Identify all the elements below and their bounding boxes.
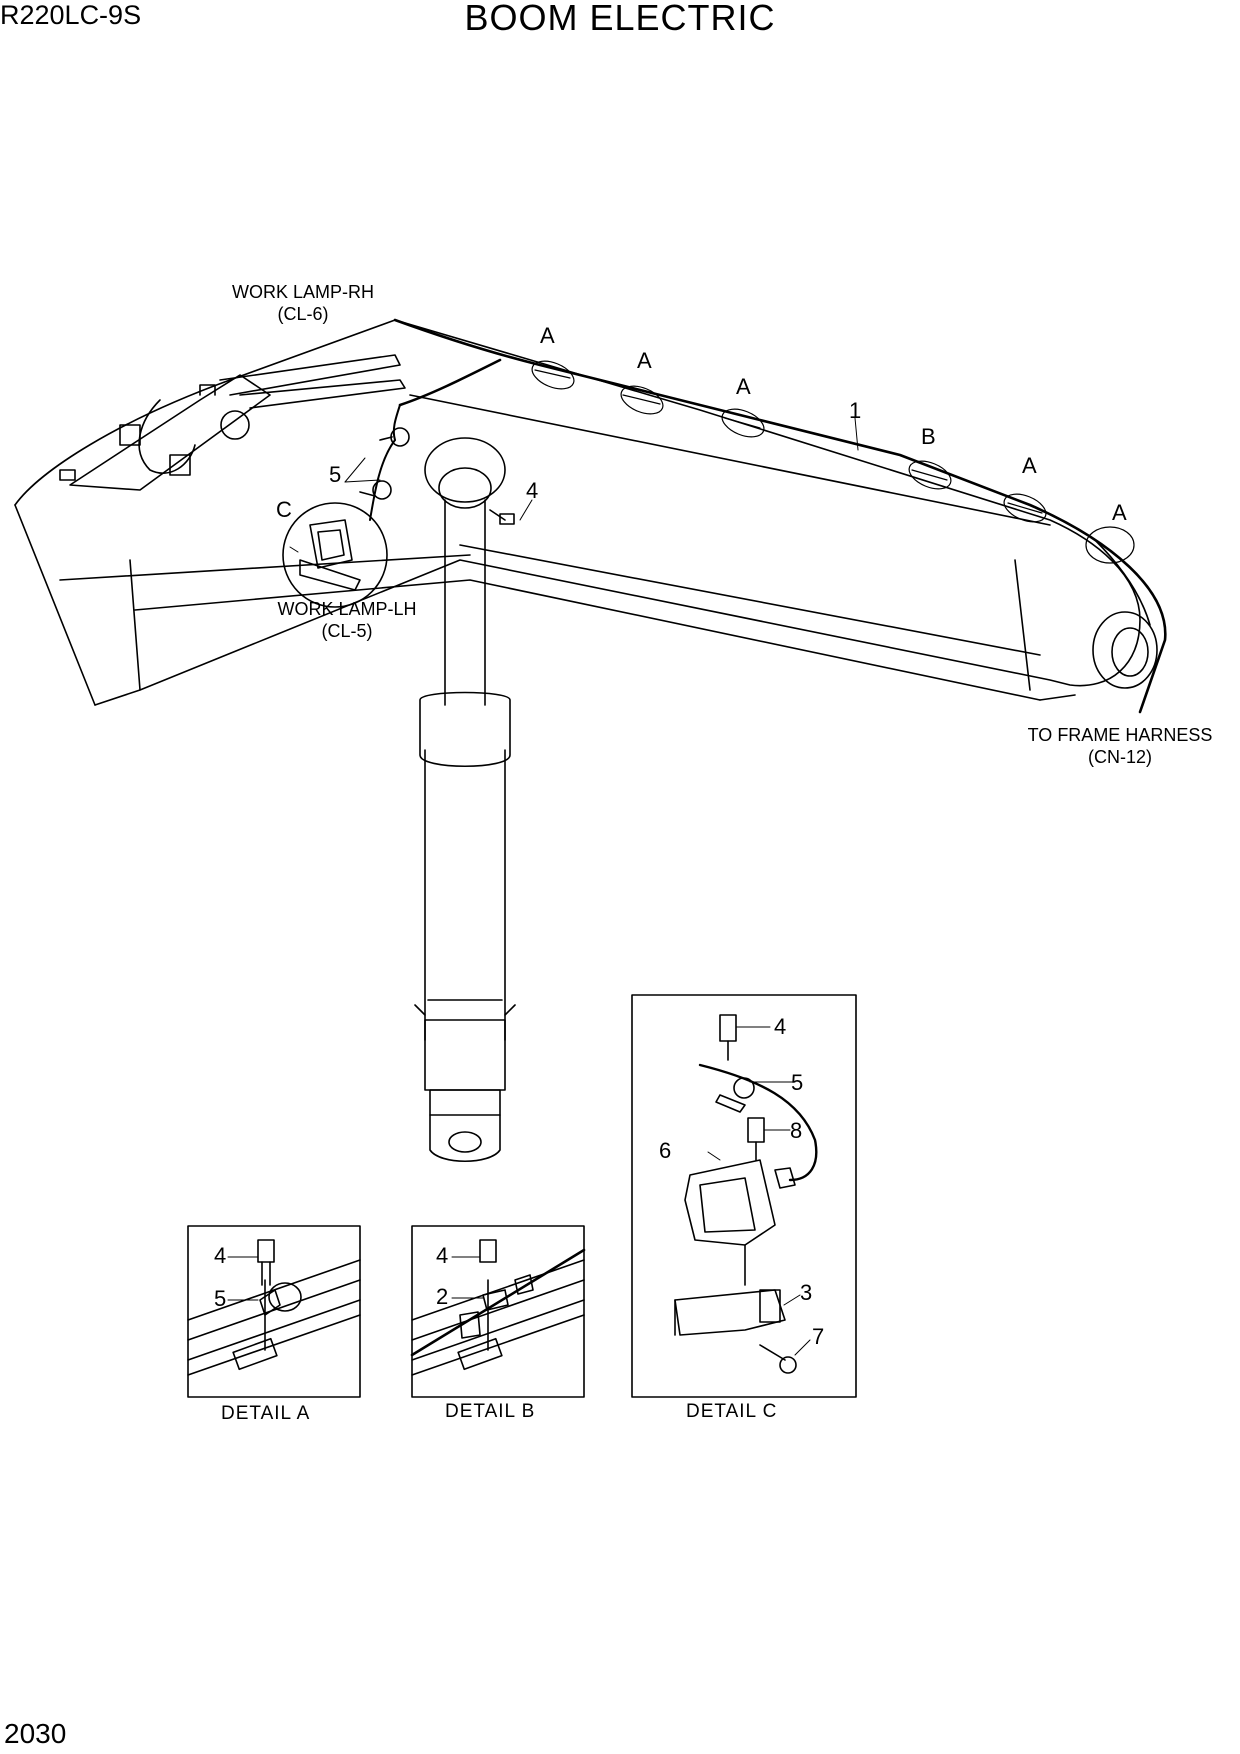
detail-b-callout-2: 2 xyxy=(436,1284,449,1309)
detail-b-box xyxy=(410,1225,586,1398)
callout-b: B xyxy=(921,424,936,449)
callout-c: C xyxy=(276,497,292,522)
clamp-group-5 xyxy=(359,427,410,500)
callout-1: 1 xyxy=(849,398,862,423)
detail-c-caption: DETAIL C xyxy=(686,1401,778,1422)
detail-a-callout-4: 4 xyxy=(214,1243,227,1268)
work-lamp-rh-code: (CL-6) xyxy=(277,304,329,324)
detail-b-caption: DETAIL B xyxy=(445,1401,536,1422)
detail-c-callout-3: 3 xyxy=(800,1280,813,1305)
lamp-branch-wire xyxy=(369,404,401,521)
detail-c-box xyxy=(631,994,857,1398)
detail-c-callout-6: 6 xyxy=(659,1138,672,1163)
page-title: BOOM ELECTRIC xyxy=(464,0,776,38)
leader-lines xyxy=(289,417,859,553)
boom-cylinder xyxy=(414,437,516,1163)
arm-linkage xyxy=(59,354,406,491)
detail-c-callout-5: 5 xyxy=(791,1070,804,1095)
detail-b-callout-4: 4 xyxy=(436,1243,449,1268)
callout-a-5: A xyxy=(1112,500,1127,525)
callout-4-main: 4 xyxy=(526,478,539,503)
callout-a-4: A xyxy=(1022,453,1037,478)
detail-c-callout-4: 4 xyxy=(774,1014,787,1039)
callout-a-2: A xyxy=(637,348,652,373)
detail-c-callout-8: 8 xyxy=(790,1118,803,1143)
detail-a-callout-5: 5 xyxy=(214,1286,227,1311)
page-number: 2030 xyxy=(4,1718,67,1749)
clamp-markers xyxy=(531,360,1135,564)
work-lamp-rh-label: WORK LAMP-RH xyxy=(231,282,374,302)
boom-end-pivot xyxy=(1092,539,1158,689)
work-lamp-lh xyxy=(282,502,388,608)
work-lamp-lh-code: (CL-5) xyxy=(321,621,373,641)
to-frame-harness-label: TO FRAME HARNESS xyxy=(1027,725,1213,745)
bolt-4 xyxy=(489,509,515,525)
model-number: R220LC-9S xyxy=(0,0,142,30)
callout-a-3: A xyxy=(736,374,751,399)
harness-wire xyxy=(393,318,1167,714)
detail-c-callout-7: 7 xyxy=(812,1324,825,1349)
boom-body xyxy=(14,319,1141,706)
callout-a-1: A xyxy=(540,323,555,348)
detail-a-caption: DETAIL A xyxy=(221,1403,311,1424)
to-frame-harness-code: (CN-12) xyxy=(1087,747,1152,767)
detail-a-box xyxy=(187,1225,361,1398)
work-lamp-lh-label: WORK LAMP-LH xyxy=(277,599,417,619)
callout-5-main: 5 xyxy=(329,462,342,487)
